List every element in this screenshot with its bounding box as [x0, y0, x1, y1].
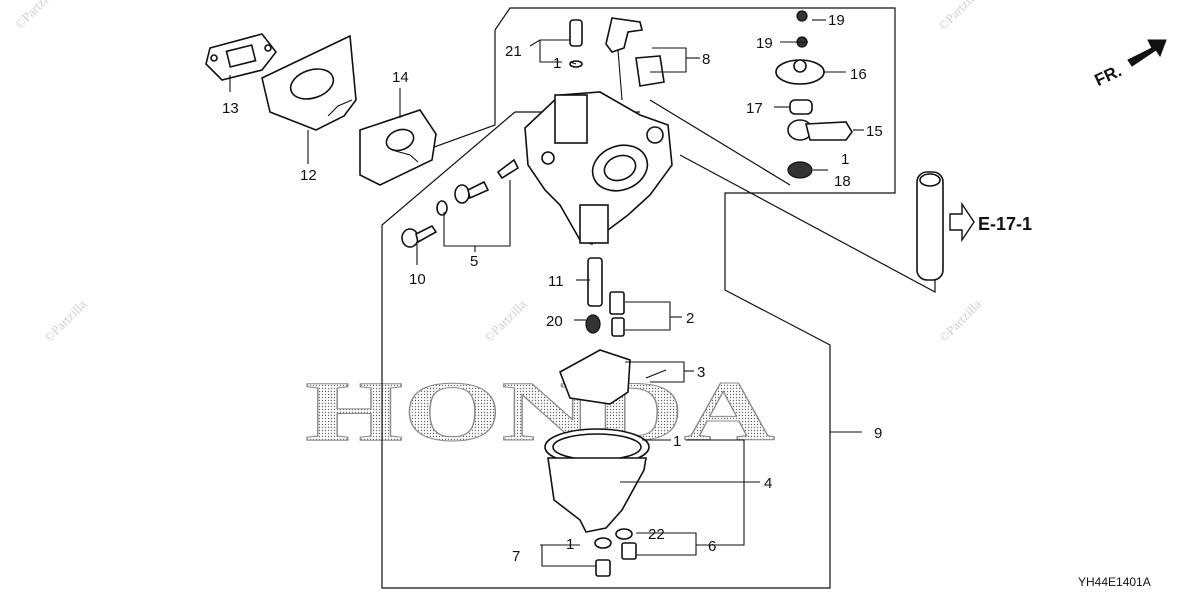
callout-6: 6	[708, 538, 716, 555]
reference-arrow: E-17-1	[949, 201, 1032, 243]
float-chamber-part	[544, 428, 650, 533]
callout-1: 1	[553, 55, 561, 72]
callout-15: 15	[866, 123, 883, 140]
front-direction-label: FR.	[1092, 61, 1125, 90]
callout-18: 18	[834, 173, 851, 190]
callout-4: 4	[764, 475, 772, 492]
callout-1: 1	[841, 151, 849, 168]
callout-16: 16	[850, 66, 867, 83]
callout-17: 17	[746, 100, 763, 117]
fuel-tube-part	[916, 171, 944, 281]
float-part	[559, 349, 667, 405]
callout-19: 19	[756, 35, 773, 52]
carburetor-body-part	[524, 91, 673, 245]
choke-seal-part	[635, 55, 665, 87]
assembly-frames	[361, 7, 936, 589]
callout-1: 1	[673, 433, 681, 450]
watermark-text: ©Partzilla	[12, 0, 60, 32]
choke-lever-part	[605, 17, 643, 101]
watermark-text: ©Partzilla	[935, 0, 983, 33]
fuel-valve-lever-part	[787, 119, 853, 141]
carburetor-gasket-part	[359, 109, 437, 186]
watermark-text: ©Partzilla	[936, 296, 984, 344]
callout-14: 14	[392, 69, 409, 86]
main-nozzle-part	[587, 257, 603, 307]
float-valve-part	[609, 291, 625, 337]
fuel-valve-seal-part	[789, 99, 813, 115]
front-arrow-icon	[1127, 39, 1167, 67]
reference-label: E-17-1	[978, 214, 1032, 234]
callout-12: 12	[300, 167, 317, 184]
callout-22: 22	[648, 526, 665, 543]
callout-labels: 21 1 8 19 19 16 17 15 1 18 13 12 14 10 5…	[222, 12, 883, 565]
throttle-stop-screw-part	[401, 224, 438, 248]
callout-13: 13	[222, 100, 239, 117]
callout-19: 19	[828, 12, 845, 29]
callout-10: 10	[409, 271, 426, 288]
callout-8: 8	[702, 51, 710, 68]
carburetor-insulator-part	[261, 34, 357, 131]
callout-1: 1	[566, 536, 574, 553]
drain-screw-part	[569, 19, 583, 68]
callout-11: 11	[548, 273, 564, 290]
watermark-text: ©Partzilla	[481, 296, 529, 344]
diagram-code: YH44E1401A	[1078, 575, 1151, 589]
front-direction-arrow: FR.	[1092, 39, 1167, 90]
callout-21: 21	[505, 43, 522, 60]
callout-3: 3	[697, 364, 705, 381]
callout-2: 2	[686, 310, 694, 327]
callout-9: 9	[874, 425, 882, 442]
reference-arrow-icon	[949, 201, 975, 243]
honda-watermark: HONDA	[305, 363, 775, 459]
fuel-valve-cover-part	[775, 59, 825, 85]
leader-lines	[229, 19, 864, 567]
callout-5: 5	[470, 253, 478, 270]
callout-20: 20	[546, 313, 563, 330]
insulator-gasket-part	[205, 33, 278, 81]
pilot-screw-set-part	[436, 158, 520, 216]
watermark-text: ©Partzilla	[41, 296, 89, 344]
main-jet-part	[585, 314, 601, 334]
callout-7: 7	[512, 548, 520, 565]
fuel-valve-gasket-part	[787, 161, 813, 179]
drain-bolt-part	[594, 528, 637, 577]
